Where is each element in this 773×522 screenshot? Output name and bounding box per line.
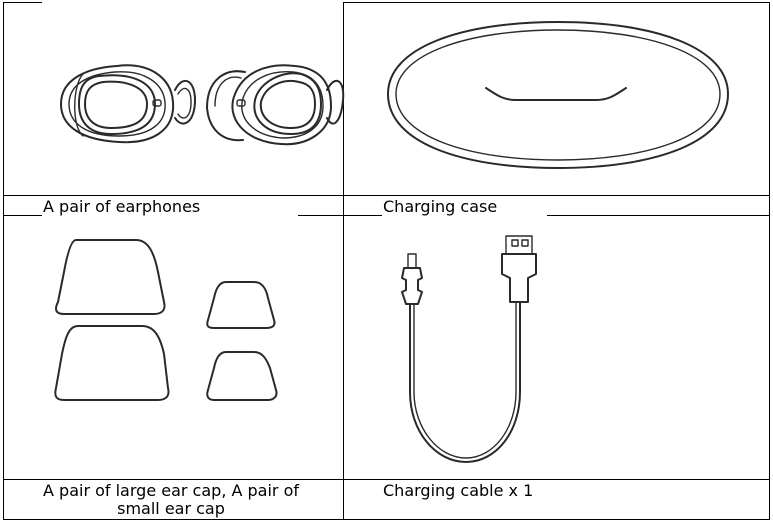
small-ear-cap-icon: [206, 281, 278, 401]
right-earbud-icon: [206, 64, 345, 146]
left-earbud-icon: [60, 64, 196, 144]
ear-caps-icon: [54, 239, 278, 401]
large-ear-cap-icon: [54, 239, 170, 401]
earphones-icon: [60, 64, 345, 146]
caption-earphones: A pair of earphones: [43, 197, 201, 216]
charging-case-icon: [387, 21, 729, 169]
caption-ear-caps: A pair of large ear cap, A pair of small…: [43, 481, 300, 518]
caption-charging-cable: Charging cable x 1: [383, 481, 534, 500]
caption-charging-case: Charging case: [383, 197, 498, 216]
usb-cable-icon: [401, 235, 537, 463]
